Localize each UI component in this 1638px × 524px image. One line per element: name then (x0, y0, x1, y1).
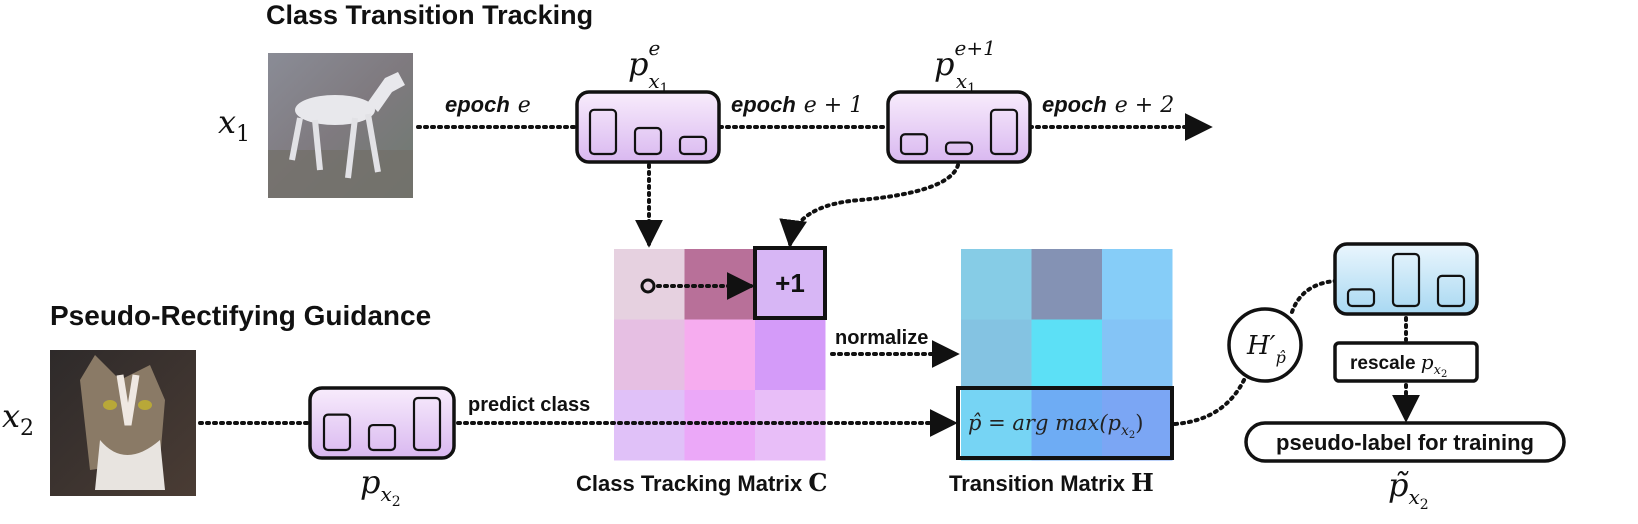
deer-image (268, 53, 413, 198)
transition-matrix-cell (1031, 319, 1102, 390)
p-tilde-bar (1391, 252, 1421, 308)
transition-matrix-cell (1102, 390, 1173, 461)
p-tilde-bar (1346, 288, 1376, 308)
svg-text:pseudo-label for training: pseudo-label for training (1276, 430, 1534, 455)
svg-text:+1: +1 (775, 268, 805, 298)
class-tracking-matrix-cell (755, 390, 826, 461)
prob-box-p-e1 (886, 90, 1032, 164)
source-cell-marker (640, 278, 656, 294)
transition-matrix-cell (1031, 249, 1102, 320)
prob-label-p-tilde: p̃x2 (1388, 466, 1429, 513)
class-tracking-matrix-cell (614, 319, 685, 390)
svg-text:rescale px2: rescale px2 (1350, 350, 1447, 380)
title-class-transition-tracking: Class Transition Tracking (266, 0, 593, 30)
predict-class-label: predict class (468, 394, 590, 416)
arrow-pe1-to-plus-one (779, 163, 960, 248)
transition-matrix-cell (961, 249, 1032, 320)
class-tracking-matrix-caption: Class Tracking Matrix C (576, 468, 827, 497)
prob-box-p-x2 (308, 386, 456, 460)
p-e-bar (678, 135, 708, 156)
p-e1-bar (944, 141, 974, 156)
prob-box-p-e (575, 90, 721, 164)
transition-matrix (961, 249, 1173, 461)
curve-argmax-to-hprime (1173, 376, 1247, 426)
class-tracking-matrix-cell (614, 390, 685, 461)
input-x2-label: x2 (2, 397, 34, 441)
curve-hprime-to-ptilde (1290, 279, 1337, 314)
pseudo-label-box: pseudo-label for training (1244, 421, 1566, 463)
class-tracking-matrix-cell (755, 319, 826, 390)
p-x2-bar (412, 396, 442, 452)
rescale-box: rescale px2 (1333, 341, 1479, 383)
prob-label-p-x2: px2 (360, 463, 401, 510)
argmax-formula: p̂ = arg max(px2) (968, 411, 1143, 441)
cat-image (50, 350, 196, 496)
title-pseudo-rectifying-guidance: Pseudo-Rectifying Guidance (50, 300, 431, 331)
normalize-label: normalize (835, 327, 928, 349)
p-x2-bar (322, 413, 352, 452)
p-e-bar (633, 126, 663, 156)
argmax-row-highlight (956, 386, 1174, 460)
transition-matrix-cell (1102, 249, 1173, 320)
transition-matrix-cell (1031, 390, 1102, 461)
transition-matrix-cell (961, 390, 1032, 461)
h-prime-node: H′p̂ (1227, 307, 1303, 383)
class-tracking-matrix-cell (684, 390, 755, 461)
p-x2-bar (367, 423, 397, 452)
input-x1-label: x1 (218, 103, 250, 147)
transition-matrix-caption: Transition Matrix H (949, 468, 1154, 497)
transition-matrix-cell (961, 319, 1032, 390)
class-tracking-matrix-cell (684, 319, 755, 390)
p-e1-bar (899, 133, 929, 156)
prob-box-rescaled (1333, 242, 1479, 316)
p-tilde-bar (1436, 274, 1466, 308)
transition-matrix-cell (1102, 319, 1173, 390)
p-e1-bar (989, 108, 1019, 156)
plus-one-cell: +1 (753, 246, 827, 320)
svg-text:H′p̂: H′p̂ (1246, 331, 1286, 367)
p-e-bar (588, 108, 618, 156)
